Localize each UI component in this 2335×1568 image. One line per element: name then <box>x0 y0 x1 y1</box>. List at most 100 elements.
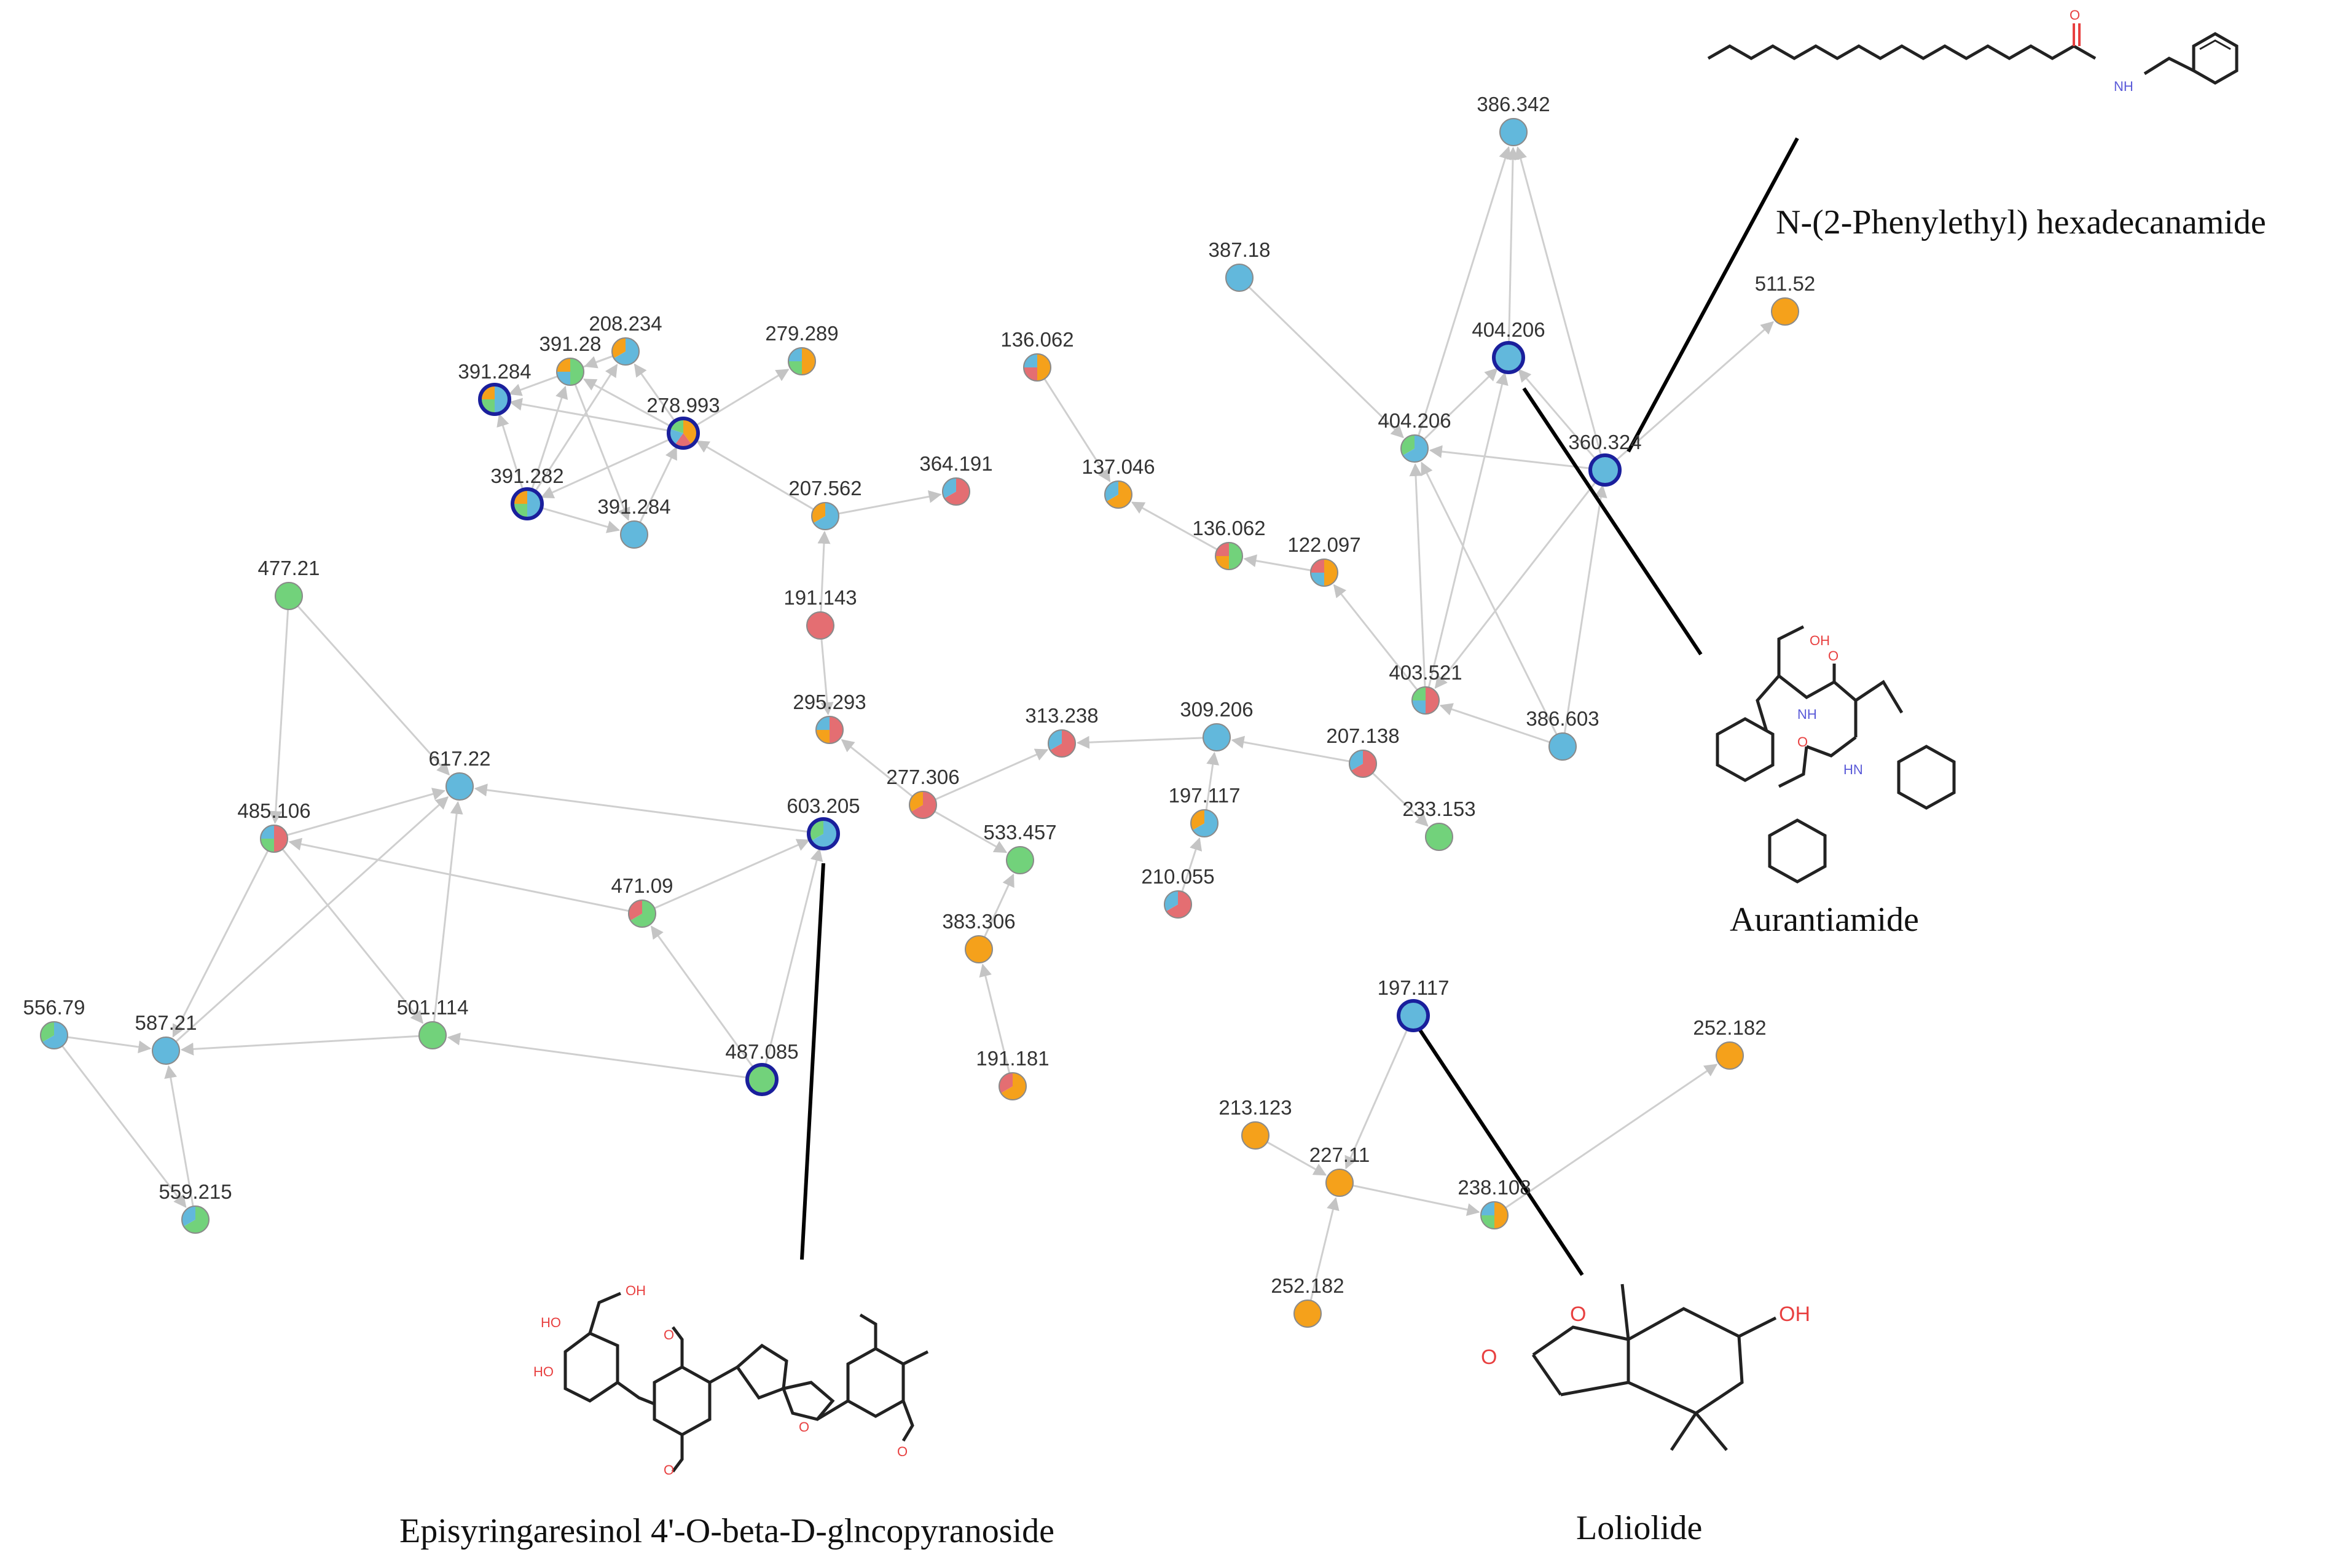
node-pie-slice <box>675 433 691 447</box>
node-pie-slice <box>748 1066 775 1093</box>
network-node[interactable]: 360.324 <box>1568 431 1642 487</box>
node-pie-slice <box>419 1022 446 1049</box>
node-border <box>1771 297 1799 326</box>
network-node[interactable]: 227.11 <box>1309 1143 1370 1197</box>
network-node[interactable]: 556.79 <box>23 996 85 1049</box>
network-node[interactable]: 391.28 <box>540 332 602 386</box>
network-node[interactable]: 238.108 <box>1458 1176 1531 1229</box>
network-node[interactable]: 252.182 <box>1693 1016 1767 1070</box>
network-node[interactable]: 471.09 <box>611 874 673 928</box>
network-node[interactable]: 559.215 <box>159 1180 232 1234</box>
callout-line-episyringaresinol <box>800 863 825 1260</box>
network-node[interactable]: 404.206 <box>1378 409 1451 463</box>
network-edge <box>1181 837 1203 892</box>
node-border <box>152 1037 180 1065</box>
network-node[interactable]: 387.18 <box>1209 238 1271 292</box>
network-node[interactable]: 477.21 <box>258 557 320 610</box>
network-edge <box>509 398 670 432</box>
network-node[interactable]: 313.238 <box>1025 704 1099 758</box>
network-node[interactable]: 383.306 <box>942 910 1016 963</box>
network-edge <box>1231 735 1350 762</box>
network-edge <box>838 490 942 515</box>
network-node[interactable]: 233.153 <box>1402 798 1476 851</box>
atom-label: HO <box>533 1364 554 1379</box>
atom-label: NH <box>1797 707 1817 722</box>
network-node[interactable]: 295.293 <box>793 691 866 744</box>
node-pie-slice <box>670 420 683 433</box>
node-pie-slice <box>481 386 495 399</box>
node-pie-slice <box>670 429 683 444</box>
network-node[interactable]: 197.117 <box>1169 784 1241 837</box>
node-pie-slice <box>557 372 570 385</box>
node-label: 364.191 <box>919 452 992 475</box>
network-nodes: 391.284391.28208.234278.993279.289391.28… <box>23 93 1815 1328</box>
node-border <box>965 935 993 963</box>
network-edge <box>983 873 1014 938</box>
network-node[interactable]: 487.085 <box>725 1040 799 1096</box>
node-pie-slice <box>1426 687 1439 714</box>
network-node[interactable]: 207.562 <box>788 477 862 530</box>
network-edge <box>654 839 810 909</box>
network-edge <box>583 378 672 428</box>
network-edge <box>694 369 790 427</box>
network-node[interactable]: 122.097 <box>1287 533 1361 587</box>
network-edge <box>297 605 450 776</box>
network-node[interactable]: 278.993 <box>646 394 720 450</box>
node-border <box>556 358 584 386</box>
node-border <box>1203 723 1231 751</box>
network-node[interactable]: 136.062 <box>1192 517 1266 570</box>
network-node[interactable]: 252.182 <box>1271 1274 1344 1328</box>
node-label: 197.117 <box>1169 784 1241 807</box>
node-border <box>628 900 656 928</box>
node-label: 207.562 <box>788 477 861 500</box>
network-node[interactable]: 213.123 <box>1219 1096 1292 1150</box>
network-node[interactable]: 391.282 <box>490 465 564 520</box>
network-node[interactable]: 191.143 <box>783 586 857 640</box>
node-border <box>788 347 816 375</box>
node-pie-slice <box>1229 543 1242 570</box>
network-node[interactable]: 137.046 <box>1081 455 1155 509</box>
network-node[interactable]: 386.342 <box>1477 93 1550 146</box>
network-node[interactable]: 364.191 <box>919 452 993 506</box>
network-edge <box>1205 751 1220 810</box>
atom-label: O <box>1797 734 1808 750</box>
network-node[interactable]: 587.21 <box>135 1011 197 1065</box>
network-node[interactable]: 485.106 <box>237 799 311 853</box>
network-edge <box>530 385 568 492</box>
node-highlight-ring <box>1588 453 1622 487</box>
network-edge <box>1043 378 1111 482</box>
network-node[interactable]: 391.284 <box>458 360 532 416</box>
node-border <box>418 1021 447 1049</box>
node-pie-slice <box>1500 119 1527 146</box>
network-node[interactable]: 603.205 <box>787 794 860 850</box>
network-node[interactable]: 404.206 <box>1472 318 1545 374</box>
network-edge <box>935 748 1049 801</box>
node-pie-slice <box>481 399 495 413</box>
network-node[interactable]: 386.603 <box>1526 707 1599 761</box>
network-node[interactable]: 136.062 <box>1000 328 1074 382</box>
atom-label: HN <box>1843 762 1863 777</box>
network-node[interactable]: 207.138 <box>1326 724 1400 778</box>
node-highlight-ring <box>478 383 511 416</box>
network-node[interactable]: 533.457 <box>983 821 1057 874</box>
node-pie-slice <box>802 348 815 375</box>
network-node[interactable]: 501.114 <box>397 996 469 1049</box>
network-node[interactable]: 403.521 <box>1389 661 1462 715</box>
network-edge <box>433 801 463 1022</box>
network-node[interactable]: 511.52 <box>1755 272 1815 326</box>
network-node[interactable]: 279.289 <box>765 322 839 375</box>
network-node[interactable]: 391.284 <box>597 495 671 549</box>
network-node[interactable]: 617.22 <box>429 747 491 801</box>
network-edge <box>281 849 423 1024</box>
node-pie-slice <box>1037 354 1051 381</box>
node-border <box>909 791 937 819</box>
network-node[interactable]: 277.306 <box>886 766 960 819</box>
node-pie-slice <box>1326 1169 1353 1196</box>
network-node[interactable]: 309.206 <box>1180 698 1254 751</box>
network-edge <box>496 413 524 492</box>
network-node[interactable]: 208.234 <box>589 312 662 366</box>
network-node[interactable]: 191.181 <box>976 1047 1050 1100</box>
network-node[interactable]: 210.055 <box>1141 865 1215 919</box>
node-pie-slice <box>813 503 839 530</box>
network-node[interactable]: 197.117 <box>1378 976 1450 1032</box>
